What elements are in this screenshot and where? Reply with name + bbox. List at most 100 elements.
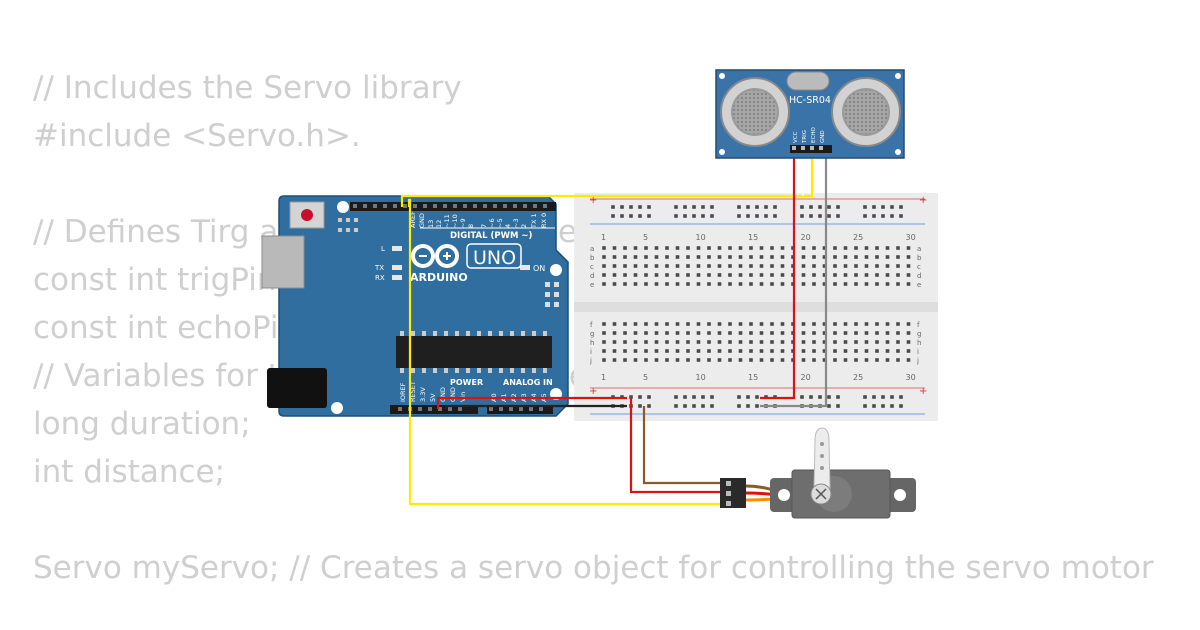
power-pin-label: Vin	[459, 392, 467, 402]
led-rx-label: RX	[375, 274, 385, 282]
digital-label: DIGITAL (PWM ~)	[450, 231, 532, 241]
code-listing: // Includes the Servo library #include <S…	[33, 64, 1154, 592]
dc-jack	[267, 368, 327, 408]
digital-pin-label: ~6	[488, 218, 496, 228]
wire-black-ground	[444, 404, 627, 409]
wires	[400, 150, 828, 506]
power-label: POWER	[450, 378, 483, 387]
row-letter: h	[590, 339, 594, 347]
power-pin-label: 5V	[429, 393, 437, 402]
row-letter: e	[917, 281, 921, 289]
row-letter: c	[917, 263, 921, 271]
code-line: long duration;	[33, 406, 251, 442]
row-letter: c	[590, 263, 594, 271]
digital-pin-label: GND	[418, 213, 426, 228]
row-letter: j	[589, 357, 592, 365]
digital-pin-label: 7	[480, 224, 488, 228]
wire-red-power	[436, 396, 627, 409]
wire-gray-gnd	[760, 150, 828, 408]
reset-button[interactable]	[301, 209, 313, 221]
power-pin-label: 3.3V	[419, 387, 427, 402]
digital-pin-label: ~5	[496, 218, 504, 228]
rail-plus-label: +	[919, 195, 927, 206]
row-letter: b	[590, 254, 595, 262]
digital-pin-label: RX 0	[540, 213, 548, 228]
breadboard-holes	[602, 205, 911, 408]
column-number: 1	[601, 373, 606, 382]
column-number: 30	[906, 233, 916, 242]
code-line: #include <Servo.h>.	[33, 118, 361, 154]
column-number: 20	[801, 373, 811, 382]
sensor-pin-label: VCC	[793, 131, 799, 143]
row-letter: a	[590, 245, 594, 253]
row-letter: g	[590, 330, 594, 338]
power-pin-label: IOREF	[399, 382, 407, 402]
row-letter: j	[916, 357, 919, 365]
wire-red-servo	[629, 398, 727, 494]
power-header	[390, 405, 478, 414]
digital-pin-label: ~9	[459, 218, 467, 228]
digital-pin-label: 2	[520, 224, 528, 228]
row-letter: d	[590, 272, 594, 280]
transducer-right	[831, 77, 901, 147]
led-tx-label: TX	[374, 264, 384, 272]
wire-yellow-echo	[400, 150, 814, 207]
rail-plus-label: +	[919, 386, 927, 397]
column-number: 20	[801, 233, 811, 242]
servo-motor	[720, 427, 916, 519]
digital-pin-label: TX 1	[530, 213, 538, 229]
row-letter: i	[917, 348, 919, 356]
digital-pin-label: 4	[504, 224, 512, 228]
row-letter: d	[917, 272, 921, 280]
column-number: 25	[853, 373, 863, 382]
column-number: 1	[601, 233, 606, 242]
row-letter: g	[917, 330, 921, 338]
arduino-logo	[411, 244, 459, 268]
power-pin-label: GND	[439, 387, 447, 402]
led-l-label: L	[381, 245, 385, 253]
servo-connector	[720, 478, 746, 508]
row-letter: f	[590, 321, 593, 329]
digital-pin-label: 12	[435, 220, 443, 228]
code-line: Servo myServo; // Creates a servo object…	[33, 550, 1154, 586]
column-number: 15	[748, 233, 758, 242]
row-letter: b	[917, 254, 922, 262]
rail-plus-label: +	[589, 195, 597, 206]
column-number: 5	[643, 373, 648, 382]
crystal	[786, 71, 830, 91]
digital-pin-label: ~3	[512, 218, 520, 228]
digital-pin-label: ~10	[451, 214, 459, 228]
power-pin-label: RESET	[409, 381, 417, 402]
code-line: // Includes the Servo library	[33, 70, 462, 106]
atmega-chip	[396, 336, 552, 368]
board-model-label: UNO	[473, 247, 516, 269]
digital-pin-label: AREF	[409, 211, 417, 228]
row-letter: h	[917, 339, 921, 347]
column-number: 25	[853, 233, 863, 242]
column-number: 30	[906, 373, 916, 382]
servo-horn	[813, 427, 831, 491]
led-on-label: ON	[533, 264, 545, 273]
wire-brown-servo-gnd	[642, 406, 727, 485]
column-number: 10	[696, 373, 706, 382]
row-letter: i	[590, 348, 592, 356]
sensor-pin-label: GND	[820, 130, 826, 143]
row-letter: f	[917, 321, 920, 329]
row-letter: e	[590, 281, 594, 289]
sensor-model-label: HC-SR04	[789, 95, 831, 106]
row-letter: a	[917, 245, 921, 253]
power-pin-label: GND	[449, 387, 457, 402]
wire-red-vcc	[760, 150, 796, 400]
column-number: 15	[748, 373, 758, 382]
board-brand-label: ARDUINO	[410, 271, 468, 284]
column-number: 5	[643, 233, 648, 242]
digital-pin-label: 13	[427, 220, 435, 228]
transducer-left	[720, 77, 790, 147]
digital-pin-label: 8	[467, 224, 475, 228]
digital-pin-label: ~11	[443, 214, 451, 228]
